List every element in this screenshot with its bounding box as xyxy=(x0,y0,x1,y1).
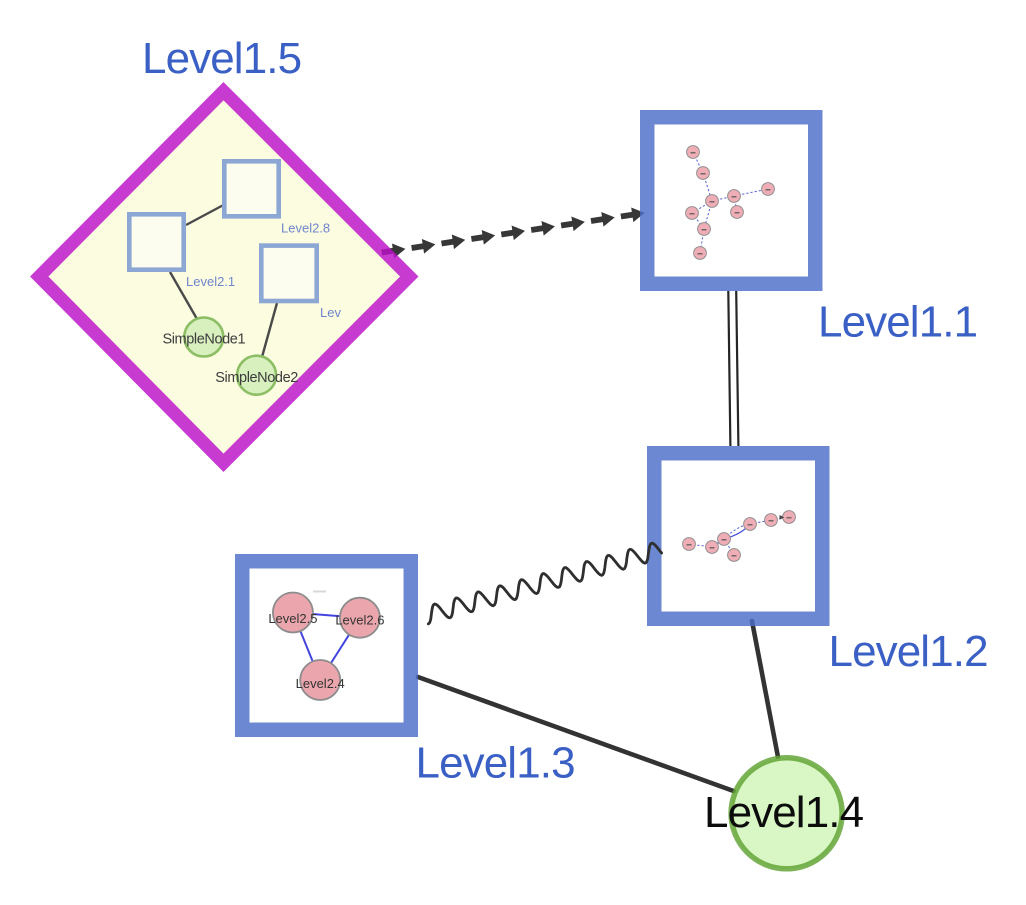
svg-text:Level1.3: Level1.3 xyxy=(416,739,575,788)
svg-text:Level2.1: Level2.1 xyxy=(186,274,235,289)
svg-text:Level1.5: Level1.5 xyxy=(142,34,301,83)
svg-text:Level1.1: Level1.1 xyxy=(818,298,977,347)
svg-text:Level2.8: Level2.8 xyxy=(281,221,330,236)
svg-text:SimpleNode1: SimpleNode1 xyxy=(162,331,245,347)
svg-text:Level2.6: Level2.6 xyxy=(335,613,384,628)
svg-text:Level1.4: Level1.4 xyxy=(704,788,864,837)
svg-text:Lev: Lev xyxy=(320,305,341,320)
svg-text:Level2.4: Level2.4 xyxy=(296,676,345,691)
svg-text:Level2.5: Level2.5 xyxy=(268,611,317,626)
svg-text:SimpleNode2: SimpleNode2 xyxy=(215,370,298,386)
svg-text:Level1.2: Level1.2 xyxy=(829,627,988,676)
